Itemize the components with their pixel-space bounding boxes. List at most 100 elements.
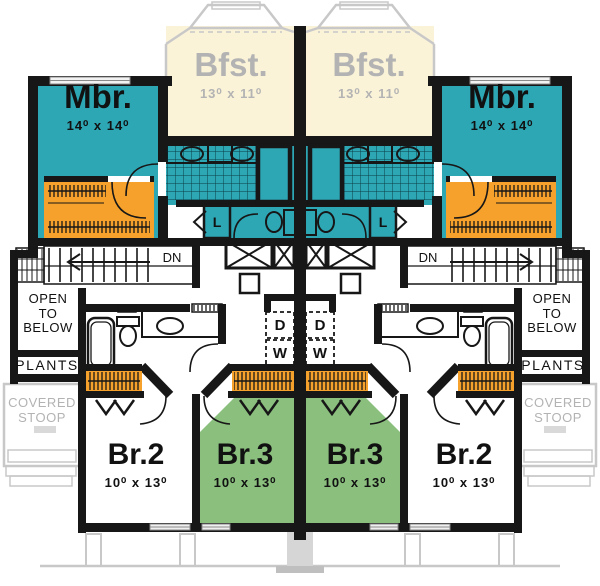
room-dims: 14⁰ x 14⁰ (66, 118, 130, 133)
open-to-below-label: OPEN TO BELOW (23, 291, 73, 336)
unit-plan-drawing (300, 1, 598, 573)
stairs (15, 245, 197, 285)
unit-plan-drawing (2, 1, 300, 573)
vanity-counter (141, 312, 218, 338)
tile-floor (166, 146, 258, 200)
closet-chases (304, 239, 376, 270)
breakfast-room-label: Bfst. 13⁰ x 11⁰ (168, 48, 294, 102)
room-dims: 10⁰ x 13⁰ (104, 475, 168, 490)
door-swing (233, 213, 259, 239)
hanger-icon (94, 399, 118, 417)
master-closet (446, 176, 556, 238)
washer-label: W (272, 344, 288, 362)
unit-left: Mbr. 14⁰ x 14⁰ Bfst. 13⁰ x 11⁰ L DN OPEN… (2, 1, 300, 573)
stair-arrow (519, 253, 534, 271)
stairs-down-label: DN (410, 250, 446, 265)
hanger-icon (238, 399, 262, 417)
sink-icon (180, 146, 204, 162)
diagonal-wall (138, 362, 174, 399)
linen-closet (202, 203, 232, 240)
laundry (305, 272, 362, 367)
covered-stoop-label: COVERED STOOP (8, 395, 76, 425)
hall-bath-fixtures (86, 303, 223, 373)
vanity-counter (382, 312, 459, 338)
hanger-icon (112, 399, 136, 417)
master-door-swing (125, 163, 159, 197)
hanger-icon (256, 399, 280, 417)
chase-box (339, 272, 362, 295)
room-dims: 14⁰ x 14⁰ (470, 118, 534, 133)
bifold-door (393, 210, 408, 234)
door-swing (139, 395, 167, 425)
sink-icon (396, 146, 420, 162)
diagonal-wall (426, 362, 462, 399)
room-dims: 10⁰ x 13⁰ (432, 475, 496, 490)
room-name: Br.2 (435, 438, 493, 471)
door-swing (189, 343, 219, 373)
room-name: Br.3 (216, 438, 274, 471)
toilet-icon (317, 211, 335, 233)
windows (369, 76, 551, 531)
diagonal-wall (364, 362, 400, 399)
dryer-box (305, 311, 335, 339)
bedroom2-label: Br.2 10⁰ x 13⁰ (408, 438, 520, 491)
covered-stoop-label: COVERED STOOP (524, 395, 592, 425)
door-swing (381, 343, 411, 373)
linen-closet-label: L (378, 213, 388, 230)
room-dims: 13⁰ x 11⁰ (337, 86, 401, 101)
door-swing (203, 395, 231, 425)
bedroom3-floor (306, 398, 400, 523)
stair-arrow (66, 253, 81, 271)
master-bath-fixtures (304, 143, 475, 239)
master-bedroom-label: Mbr. 14⁰ x 14⁰ (442, 78, 562, 134)
dryer-label: D (274, 316, 286, 334)
laundry (238, 272, 295, 367)
bedroom3-floor (200, 398, 294, 523)
bedroom-closets (86, 371, 294, 425)
room-name: Br.3 (326, 438, 384, 471)
door-swing (341, 213, 367, 239)
hall-bath-fixtures (377, 303, 514, 373)
toilet-icon (119, 325, 137, 347)
sink-icon (416, 317, 444, 335)
first-floor-ghost-outlines (2, 1, 300, 573)
railing (555, 247, 585, 283)
stairs (403, 245, 585, 285)
railing (15, 247, 45, 283)
bedroom-closets (306, 371, 514, 425)
shower (307, 143, 345, 205)
windows (49, 76, 231, 531)
washer-label: W (312, 344, 328, 362)
chase-box (238, 272, 261, 295)
room-name: Bfst. (332, 46, 406, 83)
breakfast-room-label: Bfst. 13⁰ x 11⁰ (306, 46, 432, 102)
master-bedroom-label: Mbr. 14⁰ x 14⁰ (38, 80, 158, 134)
master-bath-fixtures (125, 143, 296, 239)
door-swing (369, 395, 397, 425)
bedroom3-label: Br.3 10⁰ x 13⁰ (196, 440, 294, 491)
hanger-icon (320, 399, 344, 417)
hanger-icon (338, 399, 362, 417)
dryer-label: D (314, 316, 326, 334)
shower (255, 143, 293, 205)
room-name: Bfst. (194, 46, 268, 83)
washer-box (305, 339, 335, 367)
sink-icon (346, 146, 370, 162)
room-name: Mbr. (64, 78, 132, 115)
closet-door-swing (111, 181, 147, 219)
open-to-below-label: OPEN TO BELOW (527, 291, 577, 336)
door-swing (433, 395, 461, 425)
room-dims: 10⁰ x 13⁰ (213, 475, 277, 490)
diagonal-wall (200, 362, 236, 399)
tub-icon (86, 316, 116, 372)
closet-chases (224, 239, 296, 270)
room-dims: 13⁰ x 11⁰ (199, 86, 263, 101)
dryer-box (265, 311, 295, 339)
hanger-icon (464, 399, 488, 417)
toilet-icon (265, 211, 283, 233)
plants-label: PLANTS (521, 357, 585, 373)
hanger-icon (482, 399, 506, 417)
bedroom2-label: Br.2 10⁰ x 13⁰ (80, 440, 192, 491)
linen-closet (368, 203, 398, 240)
